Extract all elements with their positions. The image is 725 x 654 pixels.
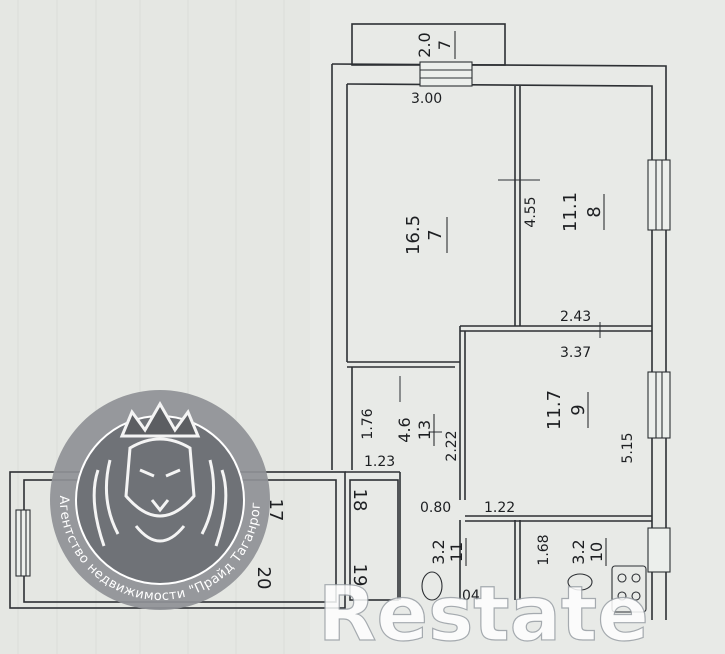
restate-watermark: Restate — [318, 569, 649, 654]
dim-1-23: 1.23 — [364, 454, 395, 470]
room-11-area: 3.2 — [429, 539, 448, 564]
room-7-number: 7 — [425, 229, 446, 240]
room-9-area: 11.7 — [544, 390, 565, 430]
dim-5-15: 5.15 — [620, 432, 636, 463]
room-8-area: 11.1 — [560, 192, 581, 232]
dim-3-37: 3.37 — [560, 345, 591, 361]
room-8-number: 8 — [584, 206, 605, 217]
dim-2-43: 2.43 — [560, 309, 591, 325]
lion-emblem-icon — [92, 400, 228, 547]
room-13-number: 13 — [415, 420, 434, 440]
fixtures — [421, 565, 647, 613]
dim-1-22: 1.22 — [484, 500, 515, 516]
label-19: 19 — [349, 564, 370, 587]
windows — [15, 61, 671, 577]
dim-2-22: 2.22 — [444, 430, 460, 461]
room-9-number: 9 — [568, 404, 589, 415]
dim-04: 04 — [462, 588, 480, 604]
room-10-number: 10 — [587, 542, 606, 562]
dim-3-00: 3.00 — [411, 91, 442, 107]
dim-4-55: 4.55 — [523, 196, 539, 227]
room-7-area: 16.5 — [403, 215, 424, 255]
dim-1-76: 1.76 — [360, 408, 376, 439]
room-11-number: 11 — [447, 542, 466, 562]
balcony-room-number: 7 — [435, 40, 454, 50]
label-17: 17 — [265, 499, 286, 522]
label-18: 18 — [349, 489, 370, 512]
room-10-area: 3.2 — [569, 539, 588, 564]
dim-1-68: 1.68 — [536, 534, 552, 565]
room-13-area: 4.6 — [395, 417, 414, 442]
dim-0-80: 0.80 — [420, 500, 451, 516]
label-20: 20 — [253, 567, 274, 590]
balcony-room-area: 2.0 — [415, 32, 434, 57]
